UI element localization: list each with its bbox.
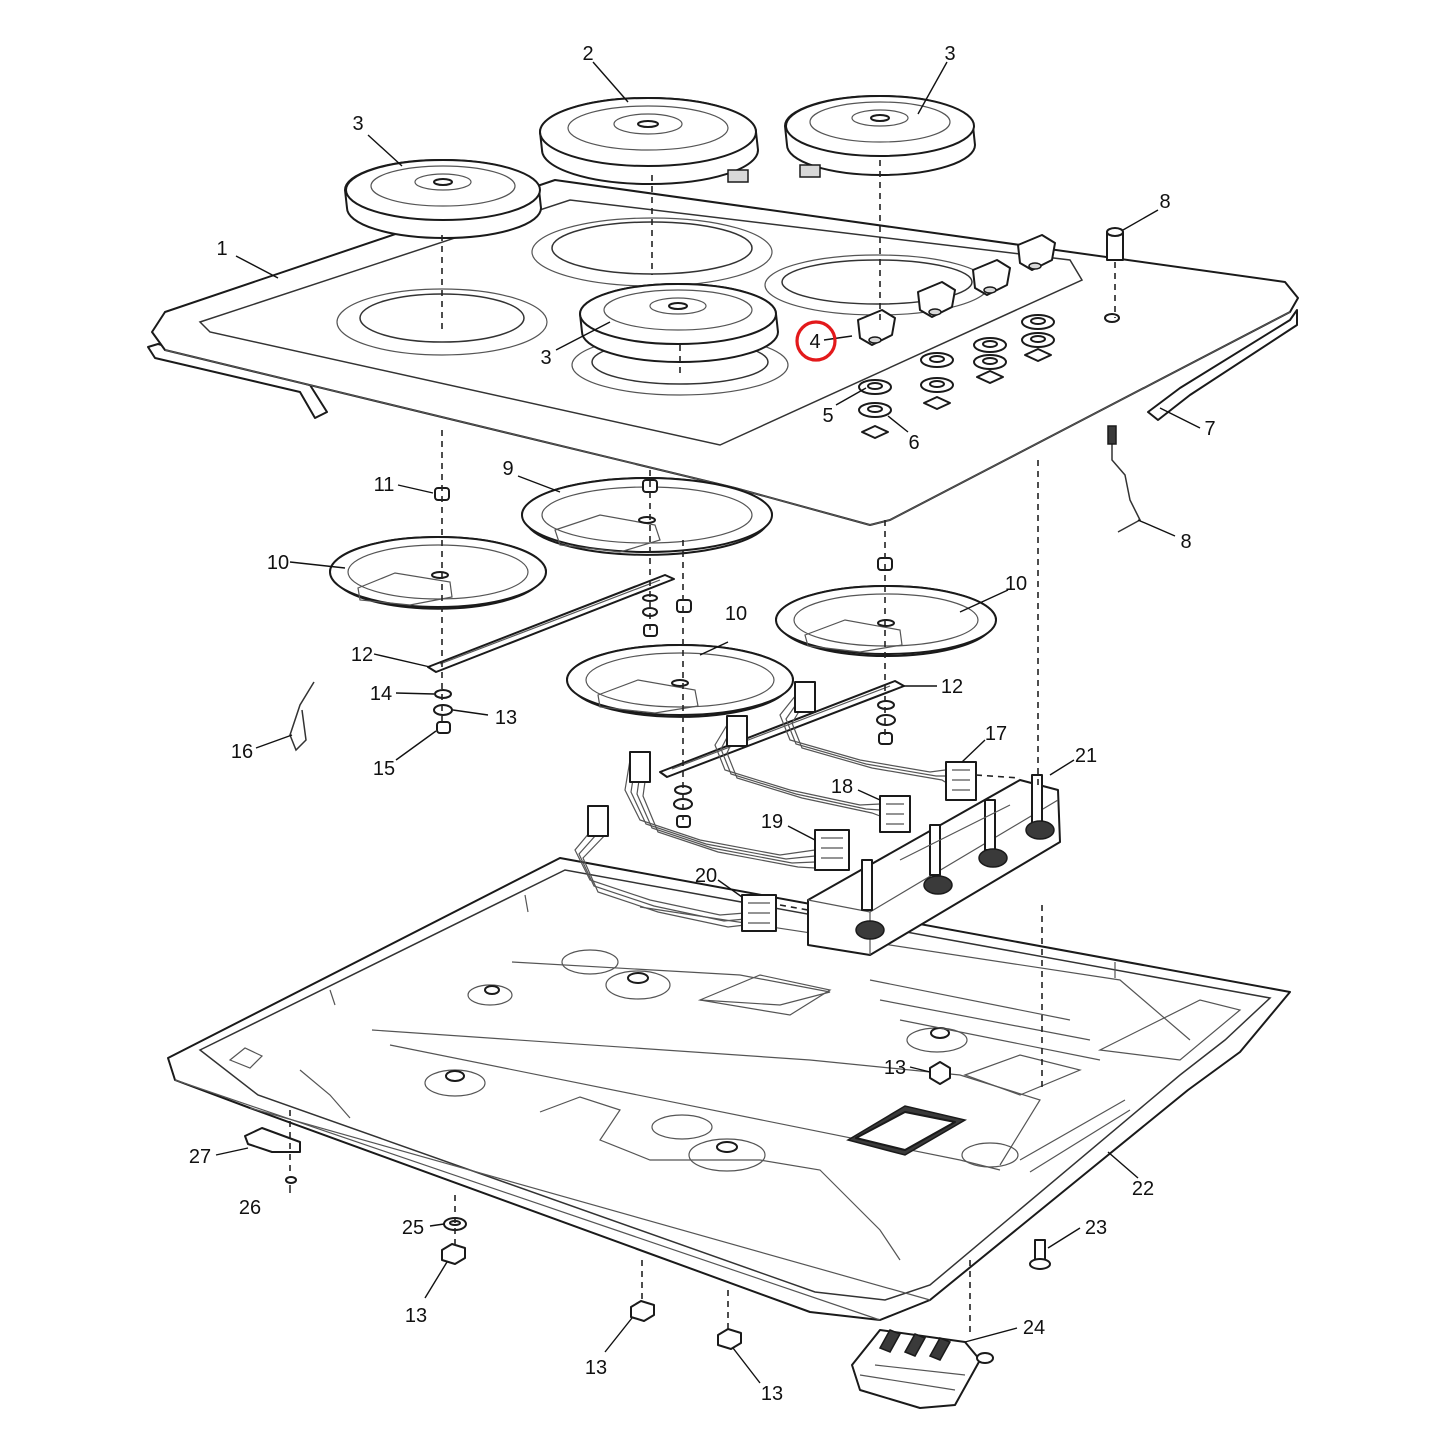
- callout-16: 16: [231, 741, 253, 763]
- callout-25: 25: [402, 1217, 424, 1239]
- reflector-10-left: [329, 536, 547, 610]
- callout-24: 24: [1023, 1317, 1045, 1339]
- control-knobs: [857, 227, 1124, 346]
- callout-13: 13: [585, 1357, 607, 1379]
- callout-22: 22: [1132, 1178, 1154, 1200]
- callout-18: 18: [831, 776, 853, 798]
- hotplate-3-front: [579, 283, 779, 363]
- assembly-lines: [289, 160, 1116, 1335]
- callout-10: 10: [1005, 573, 1027, 595]
- cable-tie: [289, 681, 315, 752]
- callout-5: 5: [822, 405, 833, 427]
- callout-19: 19: [761, 811, 783, 833]
- leader-lines: [215, 61, 1201, 1384]
- callout-14: 14: [370, 683, 392, 705]
- callout-26: 26: [239, 1197, 261, 1219]
- connector-19: [814, 829, 850, 871]
- hotplate-2: [539, 97, 759, 185]
- callout-15: 15: [373, 758, 395, 780]
- hotplate-3-rear-right: [784, 95, 976, 178]
- knob-washers: [858, 314, 1055, 439]
- reflector-10-front: [566, 644, 794, 718]
- callout-12: 12: [941, 676, 963, 698]
- reflector-10-right: [775, 585, 997, 658]
- callout-8: 8: [1159, 191, 1170, 213]
- control-switch-block: [807, 774, 1061, 956]
- highlight-circle: [795, 320, 837, 362]
- callout-3: 3: [944, 43, 955, 65]
- callout-10: 10: [725, 603, 747, 625]
- callout-9: 9: [502, 458, 513, 480]
- callout-17: 17: [985, 723, 1007, 745]
- callout-13: 13: [884, 1057, 906, 1079]
- callout-11: 11: [374, 474, 395, 496]
- connector-17: [945, 761, 977, 801]
- reflector-dishes: [329, 477, 997, 718]
- callout-1: 1: [216, 238, 227, 260]
- callout-7: 7: [1204, 418, 1215, 440]
- callout-21: 21: [1075, 745, 1097, 767]
- callout-12: 12: [351, 644, 373, 666]
- callout-8: 8: [1180, 531, 1191, 553]
- small-bracket-and-screws: [244, 1127, 1051, 1270]
- hotplate-3-left: [344, 159, 542, 239]
- callout-4: 4: [809, 331, 820, 353]
- callout-labels: 1 2 3 3 3 4 5 6 7 8 8 9 10 10 10 11 12 1…: [189, 43, 1216, 1405]
- callout-13: 13: [405, 1305, 427, 1327]
- callout-6: 6: [908, 432, 919, 454]
- bottom-tray: [167, 857, 1291, 1321]
- callout-3: 3: [540, 347, 551, 369]
- callout-2: 2: [582, 43, 593, 65]
- callout-23: 23: [1085, 1217, 1107, 1239]
- reflector-9: [521, 477, 773, 556]
- callout-3: 3: [352, 113, 363, 135]
- earth-lead: [1107, 425, 1141, 533]
- callout-20: 20: [695, 865, 717, 887]
- connector-18: [879, 795, 911, 833]
- callout-10: 10: [267, 552, 289, 574]
- callout-13: 13: [761, 1383, 783, 1405]
- callout-13: 13: [495, 707, 517, 729]
- terminal-block: [851, 1329, 994, 1409]
- callout-27: 27: [189, 1146, 211, 1168]
- wiring-harness: [574, 681, 977, 932]
- connector-20: [741, 894, 777, 932]
